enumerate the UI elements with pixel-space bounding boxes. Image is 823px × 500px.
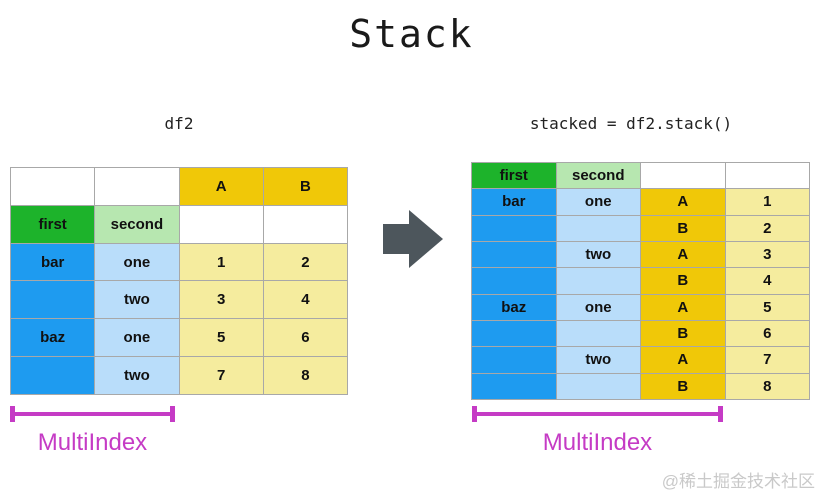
table-cell: 2 [262, 242, 349, 282]
table-cell: first [9, 204, 96, 244]
arrow-shaft [383, 224, 411, 254]
table-cell [9, 280, 96, 320]
table-cell [471, 240, 557, 269]
table-cell [555, 319, 641, 348]
df2-code-label: df2 [164, 114, 194, 133]
table-cell [9, 356, 96, 395]
multiindex-label-left: MultiIndex [37, 429, 148, 456]
table-cell: one [94, 242, 180, 282]
table-cell: two [555, 240, 641, 269]
table-cell: 1 [178, 242, 264, 282]
table-cell: baz [9, 318, 96, 358]
table-cell: 7 [724, 346, 810, 374]
table-cell: B [640, 372, 726, 401]
table-cell [555, 372, 641, 401]
page-title: Stack [349, 12, 474, 56]
table-cell: A [178, 167, 264, 206]
table-cell: one [555, 188, 641, 216]
table-cell: first [471, 161, 557, 190]
table-cell: A [640, 293, 726, 321]
table-cell [178, 204, 264, 244]
table-cell: 3 [724, 240, 810, 269]
table-cell: 7 [178, 356, 264, 395]
arrow-head [409, 210, 443, 268]
table-cell [724, 161, 810, 190]
table-cell: B [262, 167, 349, 206]
table-cell: 1 [724, 188, 810, 216]
table-cell [471, 267, 557, 295]
bracket-bar [10, 412, 175, 416]
table-cell [94, 167, 180, 206]
table-cell: bar [9, 242, 96, 282]
table-cell: baz [471, 293, 557, 321]
table-cell: B [640, 319, 726, 348]
right-arrow-icon [383, 210, 443, 268]
table-cell [640, 161, 726, 190]
table-cell [9, 167, 96, 206]
table-cell: two [94, 356, 180, 395]
table-cell: bar [471, 188, 557, 216]
table-cell: 6 [262, 318, 349, 358]
watermark: @稀土掘金技术社区 [661, 472, 815, 491]
table-cell [471, 346, 557, 374]
table-cell: one [94, 318, 180, 358]
table-cell: two [555, 346, 641, 374]
table-cell: 5 [724, 293, 810, 321]
table-cell [262, 204, 349, 244]
table-cell [555, 214, 641, 242]
table-cell: 3 [178, 280, 264, 320]
table-cell: A [640, 188, 726, 216]
table-cell [471, 214, 557, 242]
table-cell [471, 319, 557, 348]
multiindex-label-right: MultiIndex [542, 429, 653, 456]
stacked-code-label: stacked = df2.stack() [529, 114, 733, 133]
table-cell: second [94, 204, 180, 244]
table-cell [555, 267, 641, 295]
table-cell: 4 [724, 267, 810, 295]
table-cell: 8 [262, 356, 349, 395]
bracket-bar [472, 412, 723, 416]
table-cell: A [640, 240, 726, 269]
table-cell: one [555, 293, 641, 321]
table-cell: 8 [724, 372, 810, 401]
table-cell: second [555, 161, 641, 190]
multiindex-bracket-left [10, 406, 175, 422]
table-cell: B [640, 267, 726, 295]
table-cell: 6 [724, 319, 810, 348]
table-cell: 5 [178, 318, 264, 358]
table-cell: 4 [262, 280, 349, 320]
table-cell [471, 372, 557, 401]
table-cell: A [640, 346, 726, 374]
table-cell: 2 [724, 214, 810, 242]
multiindex-bracket-right [472, 406, 723, 422]
table-cell: B [640, 214, 726, 242]
table-cell: two [94, 280, 180, 320]
